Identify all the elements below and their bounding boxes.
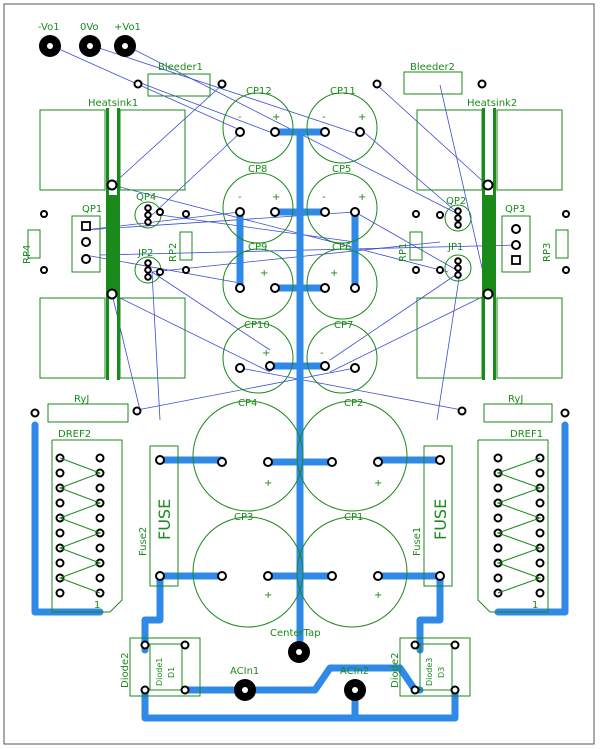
cap-cp11-plus: + <box>358 112 366 123</box>
diodes-right: Diode2 Diode3 D3 <box>390 637 471 697</box>
bleeder2-label: Bleeder2 <box>410 62 455 73</box>
qp4-label: QP4 <box>136 192 156 203</box>
ryj-left-label: RyJ <box>74 394 89 405</box>
center-tap-label: CenterTap <box>270 628 321 639</box>
dref-right-label: DREF1 <box>510 429 543 440</box>
heatsink-right: Heatsink2 <box>416 98 563 380</box>
cap-cp4-label: CP4 <box>238 398 257 409</box>
dref-left-label: DREF2 <box>58 429 91 440</box>
ryj-resistors: RyJ RyJ <box>30 394 570 423</box>
diode-right-inner-b: D3 <box>437 667 446 678</box>
cap-cp6-label: CP6 <box>332 242 351 253</box>
bleeder1-label: Bleeder1 <box>158 62 203 73</box>
regulators-left: QP1 RP4 QP4 JP2 RP2 <box>22 192 193 284</box>
cap-cp1-label: CP1 <box>344 512 363 523</box>
output-terminals: -Vo1 0Vo +Vo1 <box>38 22 141 57</box>
cap-cp8-label: CP8 <box>248 164 267 175</box>
diode-left-inner-a: Diode1 <box>155 658 164 686</box>
terminal-gnd-out-label: 0Vo <box>80 22 99 33</box>
ryj-right-label: RyJ <box>508 394 523 405</box>
diode-right-bridge-label: Diode2 <box>390 653 401 688</box>
cap-cp12-label: CP12 <box>246 86 272 97</box>
jp2-label: JP2 <box>137 248 153 259</box>
rp2-label: RP2 <box>168 243 179 262</box>
cap-cp2-label: CP2 <box>344 398 363 409</box>
heatsink-left-label: Heatsink1 <box>88 98 138 109</box>
cap-cp7-minus: - <box>320 348 324 359</box>
cap-cp8-plus: + <box>272 192 280 203</box>
fuse-left-body: FUSE <box>155 499 174 540</box>
qp3-label: QP3 <box>505 204 525 215</box>
regulators-right: QP2 JP1 RP1 QP3 RP3 <box>398 196 570 282</box>
dref-left: DREF2 1 <box>51 429 123 613</box>
rp1-label: RP1 <box>398 243 409 262</box>
rp4-label: RP4 <box>22 245 33 264</box>
rp3-label: RP3 <box>542 243 553 262</box>
ac-in2-label: ACIn2 <box>340 666 369 677</box>
cap-cp3-plus: + <box>264 590 272 601</box>
small-capacitors: CP12 - + CP11 - + CP8 - + CP5 - + CP9 + … <box>222 86 378 394</box>
dref-left-pin1: 1 <box>94 600 100 611</box>
fuse-left-ref: Fuse2 <box>138 527 149 556</box>
cap-cp5-minus: - <box>322 192 326 203</box>
heatsink-left: Heatsink1 <box>39 98 186 380</box>
diode-right-inner-a: Diode3 <box>425 658 434 686</box>
cap-cp1-plus: + <box>374 590 382 601</box>
cap-cp11-minus: - <box>322 112 326 123</box>
cap-cp10-plus: + <box>262 348 270 359</box>
fuse-right-body: FUSE <box>431 499 450 540</box>
terminal-pos-out-label: +Vo1 <box>114 22 141 33</box>
diode-left-inner-b: D1 <box>167 667 176 678</box>
cap-cp4-plus: + <box>264 478 272 489</box>
ratsnest <box>49 44 521 421</box>
cap-cp8-minus: - <box>238 192 242 203</box>
terminal-neg-out-label: -Vo1 <box>38 22 60 33</box>
diode-left-bridge-label: Diode2 <box>120 653 131 688</box>
cap-cp9-label: CP9 <box>248 242 267 253</box>
heatsink-right-label: Heatsink2 <box>467 98 517 109</box>
ac-in1-label: ACIn1 <box>230 666 259 677</box>
cap-cp10-label: CP10 <box>244 320 270 331</box>
cap-cp5-label: CP5 <box>332 164 351 175</box>
cap-cp9-plus: + <box>260 268 268 279</box>
fuse-right-ref: Fuse1 <box>412 527 423 556</box>
dref-right: DREF1 1 <box>477 429 549 613</box>
cap-cp12-plus: + <box>272 112 280 123</box>
cap-cp3-label: CP3 <box>234 512 253 523</box>
diodes-left: Diode2 Diode1 D1 <box>120 637 201 697</box>
large-capacitors: CP4 + CP2 + CP3 + CP1 + <box>192 398 408 628</box>
dref-right-pin1: 1 <box>532 600 538 611</box>
fuse-left: FUSE Fuse2 <box>138 445 179 587</box>
fuse-right: FUSE Fuse1 <box>412 445 453 587</box>
qp2-label: QP2 <box>446 196 466 207</box>
cap-cp6-plus: + <box>330 268 338 279</box>
cap-cp2-plus: + <box>374 478 382 489</box>
cap-cp5-plus: + <box>358 192 366 203</box>
bleeder-resistors: Bleeder1 Bleeder2 <box>133 62 487 97</box>
jp1-label: JP1 <box>447 242 463 253</box>
cap-cp12-minus: - <box>238 112 242 123</box>
cap-cp7-label: CP7 <box>334 320 353 331</box>
power-inputs: CenterTap ACIn1 ACIn2 <box>230 628 369 701</box>
cap-cp11-label: CP11 <box>330 86 356 97</box>
board-outline <box>3 3 595 745</box>
qp1-label: QP1 <box>82 204 102 215</box>
